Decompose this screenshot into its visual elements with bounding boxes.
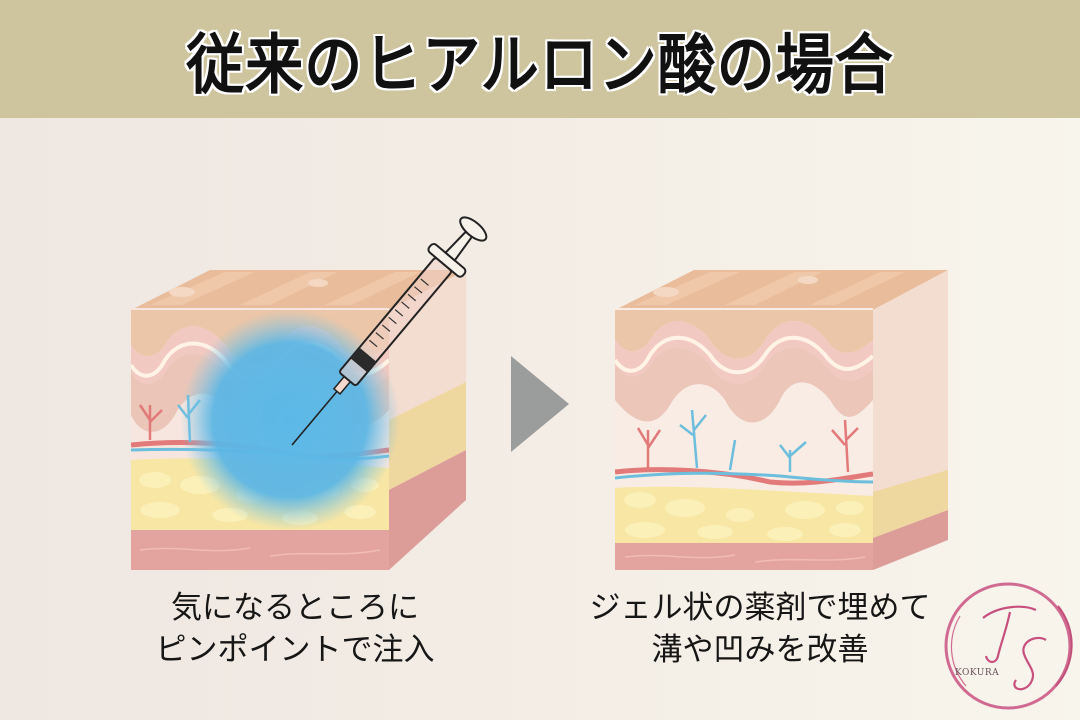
skin-cross-section-icon [131,216,488,570]
logo-text: KOKURA [955,668,1000,678]
brand-logo: KOKURA [938,576,1078,716]
triangle-right-icon [511,356,569,452]
syringe-icon [291,216,488,446]
skin-cross-section-icon [615,270,948,570]
skin-filled-illustration [600,260,960,580]
caption-after: ジェル状の薬剤で埋めて 溝や凹みを改善 [570,587,950,671]
caption-line: ジェル状の薬剤で埋めて [589,590,931,626]
header-banner: 従来のヒアルロン酸の場合 [0,0,1080,118]
caption-line: 溝や凹みを改善 [651,632,869,668]
page-title: 従来のヒアルロン酸の場合 [186,26,894,103]
caption-before: 気になるところに ピンポイントで注入 [130,587,460,671]
caption-line: ピンポイントで注入 [155,632,435,668]
caption-line: 気になるところに [171,590,419,626]
ts-monogram-icon [944,582,1073,710]
skin-injection-illustration [120,160,540,580]
